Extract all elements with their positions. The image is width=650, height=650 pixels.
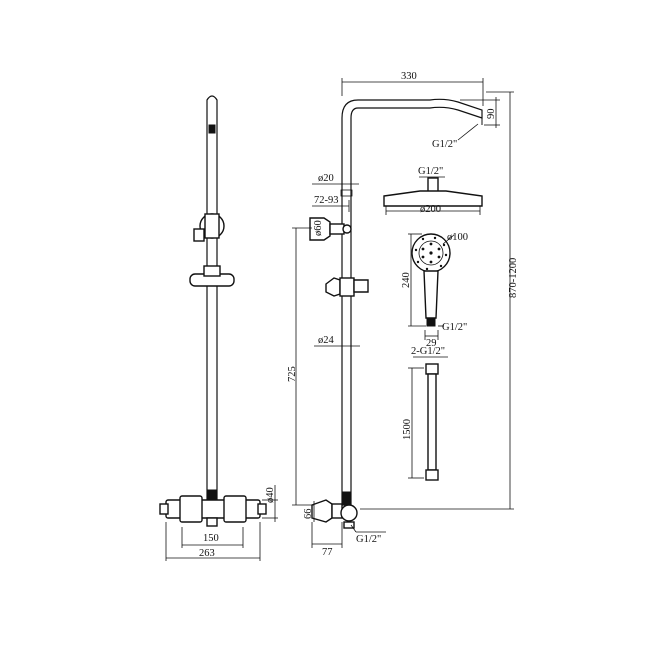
front-slider-cradle xyxy=(203,265,221,277)
head-connector xyxy=(427,177,439,193)
front-valve-outlet xyxy=(206,517,218,527)
side-lower-coupling xyxy=(341,491,352,505)
hand-shower: ø100 240 29 G1/2" xyxy=(401,232,468,349)
handset-connector xyxy=(426,317,436,327)
pipe-dia-lower-label: ø24 xyxy=(318,335,335,346)
overhead-shower-head: G1/2" ø200 xyxy=(383,166,483,215)
handset-handle xyxy=(423,270,439,319)
hose-length-label: 1500 xyxy=(402,419,413,440)
valve-width-label: 263 xyxy=(199,548,215,559)
front-valve-right-end xyxy=(257,503,267,515)
hose-thread-label: 2-G1/2" xyxy=(411,346,445,357)
front-bracket-clamp xyxy=(204,213,220,239)
head-dia-label: ø200 xyxy=(420,204,441,215)
side-bracket-arm xyxy=(329,223,345,235)
front-pipe-joint xyxy=(208,124,216,134)
handset-nozzle-ring xyxy=(418,240,444,266)
arm-drop-label: 90 xyxy=(486,109,497,120)
valve-projection-label: 66 xyxy=(303,509,314,520)
hose-top-nut xyxy=(425,363,439,375)
side-valve-body xyxy=(331,503,343,519)
side-slider-grip xyxy=(325,277,341,297)
side-valve-mount xyxy=(311,499,333,523)
side-slider-clamp xyxy=(339,277,355,297)
valve-centres-label: 150 xyxy=(203,533,219,544)
hose-body xyxy=(427,373,437,471)
front-valve-left-end xyxy=(159,503,169,515)
front-view: 150 263 ø40 xyxy=(159,95,278,561)
handset-thread-label: G1/2" xyxy=(442,322,467,333)
overall-height-label: 870-1200 xyxy=(508,258,519,298)
rail-height-label: 725 xyxy=(287,366,298,382)
bracket-range-label: 72-93 xyxy=(314,195,339,206)
side-pipe-joint xyxy=(340,189,353,197)
handset-length-label: 240 xyxy=(401,272,412,288)
arm-thread-label: G1/2" xyxy=(432,139,457,150)
front-valve-left-handle xyxy=(179,495,203,523)
front-bracket-knob xyxy=(193,228,205,242)
side-bracket-screw xyxy=(342,224,352,234)
head-plate xyxy=(383,190,483,207)
head-thread-label: G1/2" xyxy=(418,166,443,177)
handset-dia-label: ø100 xyxy=(447,232,468,243)
front-riser-pipe xyxy=(206,95,218,501)
front-valve-right-handle xyxy=(223,495,247,523)
arm-reach-label: 330 xyxy=(401,71,417,82)
handset-width-label: 29 xyxy=(426,338,437,349)
side-view: 330 90 G1/2" 870-1200 ø20 72-93 ø60 725 … xyxy=(287,71,519,558)
shower-hose: 2-G1/2" 1500 xyxy=(402,346,448,481)
side-valve-nut xyxy=(343,521,355,529)
bracket-dia-label: ø60 xyxy=(313,220,324,236)
hose-bottom-nut xyxy=(425,469,439,481)
side-wall-bracket xyxy=(309,217,331,241)
side-valve-outlet xyxy=(340,504,358,522)
valve-thread-label: G1/2" xyxy=(356,534,381,545)
side-slider-cradle xyxy=(353,279,369,293)
valve-depth-label: 77 xyxy=(322,547,333,558)
valve-dia-label: ø40 xyxy=(265,487,276,503)
pipe-dia-top-label: ø20 xyxy=(318,173,334,184)
